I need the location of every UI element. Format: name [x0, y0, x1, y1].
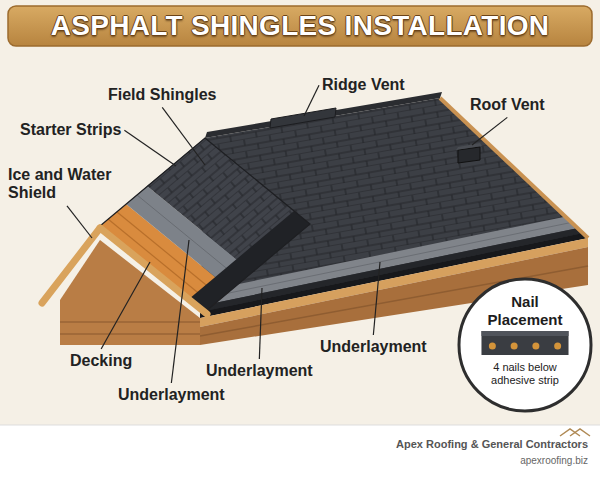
nail-dot [511, 343, 518, 350]
leader-line [373, 262, 380, 335]
rake-trim [100, 228, 207, 314]
adhesive-strip [481, 331, 568, 336]
field-shingles [147, 138, 310, 272]
leader-line [162, 107, 205, 165]
company-name: Apex Roofing & General Contractors [396, 438, 588, 451]
leader-line [304, 85, 319, 116]
callout-heading: Nail Placement [475, 293, 575, 329]
logo-roof [570, 429, 590, 436]
website: apexroofing.biz [520, 455, 588, 467]
part-label: Underlayment [118, 386, 225, 404]
ridge-cap [205, 92, 442, 138]
siding-line [200, 266, 588, 336]
part-label: Ice and Water Shield [8, 166, 126, 203]
callout-circle: Nail Placement 4 nails below adhesive str… [457, 277, 593, 413]
part-label: Field Shingles [108, 86, 216, 104]
leader-line [472, 117, 507, 145]
part-label: Roof Vent [470, 96, 545, 114]
part-label: Ridge Vent [322, 76, 405, 94]
siding-line [60, 321, 200, 323]
nail-dot [489, 343, 496, 350]
footer-band [0, 425, 600, 480]
title-banner [8, 6, 592, 46]
roof-outline [100, 138, 310, 312]
leader-line [67, 206, 92, 238]
callout-note: 4 nails below adhesive strip [479, 361, 571, 387]
title-text: ASPHALT SHINGLES INSTALLATION [51, 10, 550, 42]
leader-line [171, 240, 189, 383]
logo-roof [560, 429, 580, 436]
rake-trim [42, 228, 100, 303]
rake-trim [440, 98, 588, 238]
ice-water-band [189, 211, 310, 312]
siding-line [60, 333, 200, 335]
callout-circle-shape [459, 279, 591, 411]
leader-line [124, 130, 176, 166]
part-label: Decking [70, 352, 132, 370]
leader-line [259, 288, 262, 359]
leader-line [101, 262, 150, 349]
ridge-vent [270, 108, 336, 128]
part-label: Underlayment [320, 338, 427, 356]
shingle-strip [481, 331, 568, 355]
roof-vent [458, 147, 480, 163]
roof-vent-cap [456, 143, 482, 150]
footer-rule [0, 425, 600, 426]
part-label: Starter Strips [20, 121, 121, 139]
part-label: Underlayment [206, 362, 313, 380]
nail-dot [532, 343, 539, 350]
nail-dot [554, 343, 561, 350]
